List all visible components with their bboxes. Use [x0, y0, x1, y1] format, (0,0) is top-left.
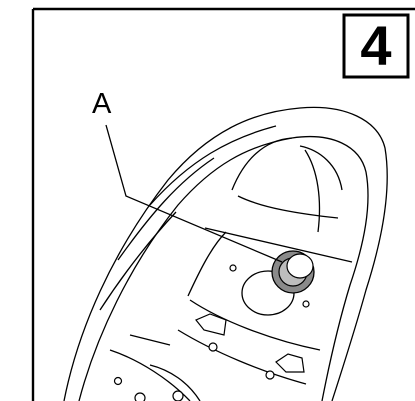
frame [31, 7, 415, 401]
callout-leader-a [105, 124, 283, 263]
callout-label-a: A [92, 88, 112, 120]
screw-holes [113, 264, 310, 401]
step-number-box [342, 13, 410, 79]
knob-a [241, 250, 315, 316]
step-number: 4 [360, 14, 392, 77]
housing-shell [63, 106, 388, 401]
mounting-tabs [195, 313, 305, 373]
